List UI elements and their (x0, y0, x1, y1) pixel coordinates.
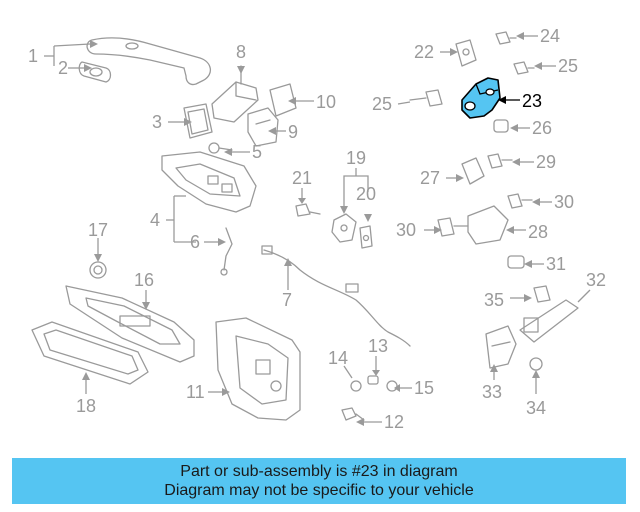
callout-4: 4 (150, 210, 160, 230)
info-banner: Part or sub-assembly is #23 in diagram D… (12, 458, 626, 504)
part-35-screw (533, 285, 551, 303)
callout-6: 6 (190, 232, 200, 252)
part-4-handle-frame (161, 151, 257, 213)
callout-12: 12 (384, 412, 404, 432)
part-18-trim (31, 321, 149, 385)
part-17-cap (89, 261, 107, 279)
part-13-bushing (367, 375, 379, 385)
banner-line-disclaimer: Diagram may not be specific to your vehi… (164, 482, 474, 499)
part-11-latch (215, 317, 301, 421)
leader-lines (44, 32, 591, 426)
part-6-rod (220, 227, 233, 276)
callout-28: 28 (528, 222, 548, 242)
part-3-gasket (183, 103, 213, 139)
callout-16: 16 (134, 270, 154, 290)
callout-1: 1 (28, 46, 38, 66)
part-14-clip (350, 380, 362, 392)
callout-15: 15 (414, 378, 434, 398)
part-30-screw-right (507, 193, 533, 209)
callout-labels: 1 2 3 4 5 6 7 8 9 10 11 12 13 14 15 16 1… (28, 26, 606, 432)
part-22-bracket (455, 39, 477, 67)
part-21-bolt (295, 203, 321, 217)
callout-18: 18 (76, 396, 96, 416)
callout-7: 7 (282, 290, 292, 310)
callout-25-upper: 25 (558, 56, 578, 76)
callout-20: 20 (356, 184, 376, 204)
part-23-highlighted (461, 77, 501, 119)
callout-29: 29 (536, 152, 556, 172)
part-34-screw (529, 357, 543, 371)
callout-23: 23 (522, 91, 542, 111)
part-26-bushing (493, 119, 509, 133)
callout-27: 27 (420, 168, 440, 188)
callout-30-right: 30 (554, 192, 574, 212)
callout-32: 32 (586, 270, 606, 290)
part-10-cover (269, 83, 297, 117)
callout-14: 14 (328, 348, 348, 368)
callout-13: 13 (368, 336, 388, 356)
callout-31: 31 (546, 254, 566, 274)
callout-22: 22 (414, 42, 434, 62)
callout-10: 10 (316, 92, 336, 112)
callout-11: 11 (186, 382, 205, 402)
part-28-striker (467, 205, 509, 245)
callout-34: 34 (526, 398, 546, 418)
callout-3: 3 (152, 112, 162, 132)
callout-5: 5 (252, 142, 262, 162)
part-1-outside-handle (86, 37, 211, 86)
part-7-cable (261, 245, 411, 347)
callout-26: 26 (532, 118, 552, 138)
part-20-plate (359, 225, 373, 249)
callout-33: 33 (482, 382, 502, 402)
part-30-bolt-left (437, 217, 469, 237)
part-32-check-link (519, 299, 579, 343)
part-16-inside-handle (65, 285, 195, 363)
callout-25-lower: 25 (372, 94, 392, 114)
callout-35: 35 (484, 290, 504, 310)
callout-9: 9 (288, 122, 298, 142)
callout-30-left: 30 (396, 220, 416, 240)
part-12-bolt (341, 407, 365, 421)
callout-17: 17 (88, 220, 108, 240)
callout-2: 2 (58, 58, 68, 78)
callout-24: 24 (540, 26, 560, 46)
callout-21: 21 (292, 168, 312, 188)
part-2-bezel (78, 61, 112, 83)
part-25-screw-upper (513, 61, 535, 75)
callout-19: 19 (346, 148, 366, 168)
banner-line-part-number: Part or sub-assembly is #23 in diagram (180, 463, 458, 480)
part-31-bushing (507, 255, 525, 269)
part-29-screw (487, 153, 513, 169)
part-19-plate (331, 213, 357, 243)
part-27-bracket (461, 157, 485, 185)
part-15-grommet (386, 380, 398, 392)
callout-8: 8 (236, 42, 246, 62)
part-25-bolt-lower (409, 89, 443, 107)
part-33-hinge (485, 325, 517, 369)
part-24-screw (495, 31, 517, 45)
part-9-bracket (247, 107, 279, 147)
